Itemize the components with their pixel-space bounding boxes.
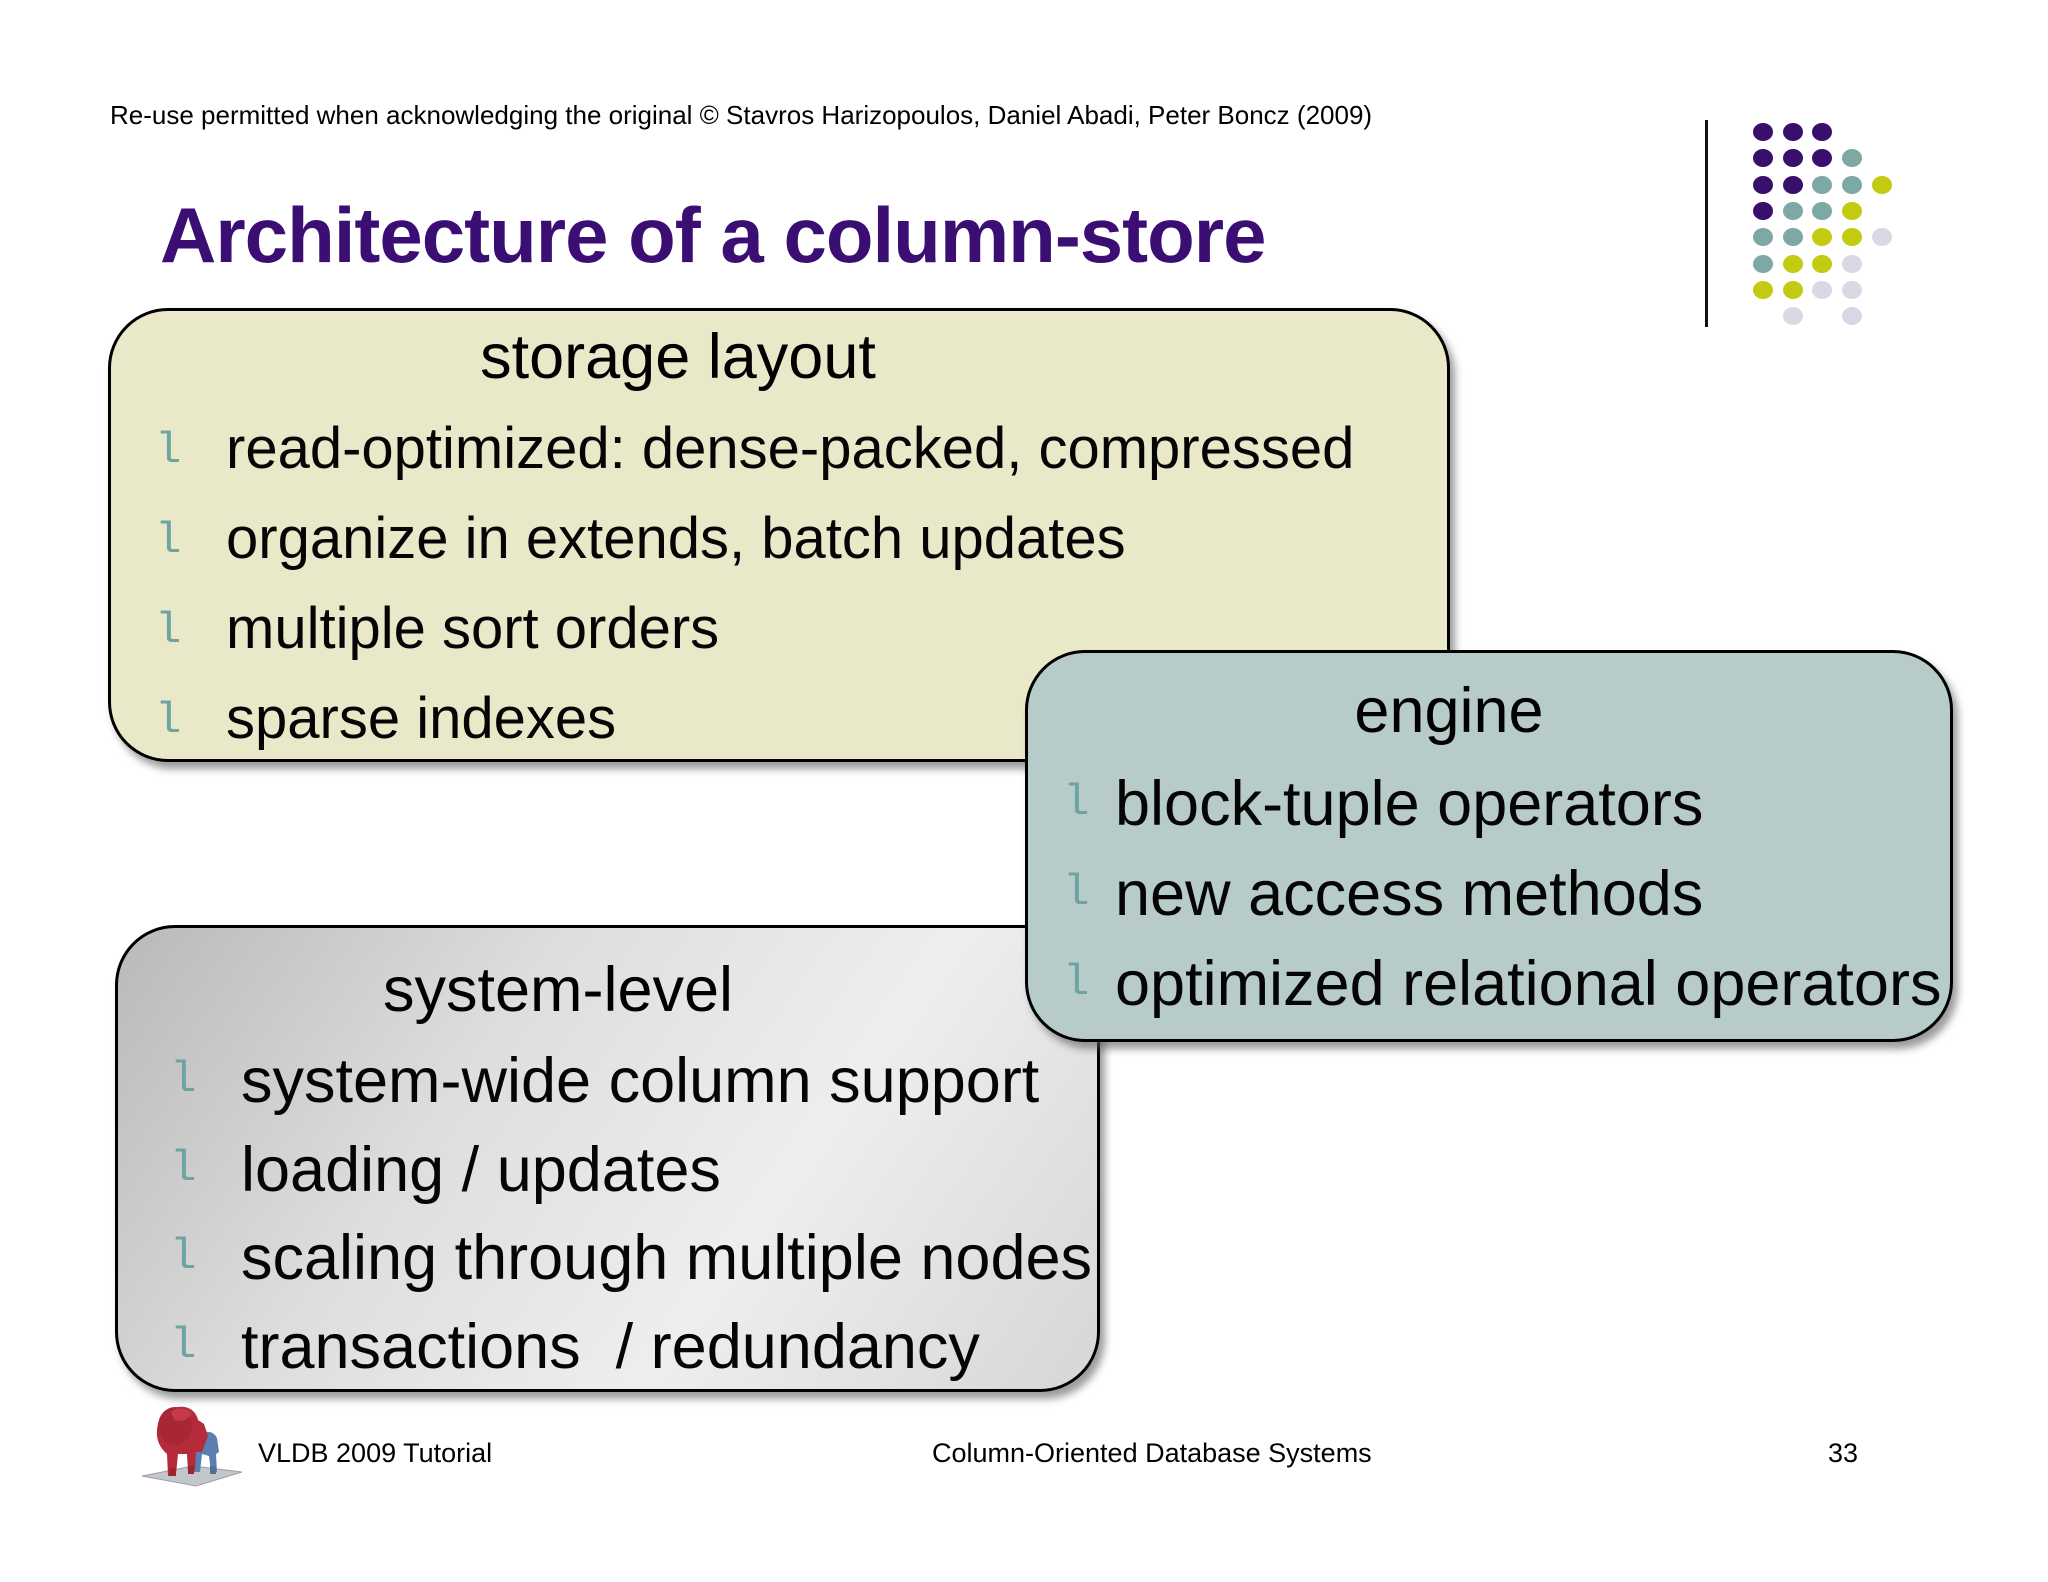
engine-box: engine l block-tuple operators l new acc… bbox=[1025, 650, 1953, 1042]
logo-dot bbox=[1753, 228, 1773, 247]
logo-dot bbox=[1753, 175, 1773, 194]
logo-dot bbox=[1842, 307, 1862, 326]
logo-dot bbox=[1842, 201, 1862, 220]
footer-left: VLDB 2009 Tutorial bbox=[258, 1438, 493, 1468]
footer-center: Column-Oriented Database Systems bbox=[932, 1438, 1372, 1468]
copyright-notice: Re-use permitted when acknowledging the … bbox=[110, 100, 1373, 130]
logo-dot bbox=[1872, 175, 1892, 194]
bullet-icon: l bbox=[155, 606, 182, 656]
list-item-label: multiple sort orders bbox=[226, 596, 720, 661]
list-item-label: organize in extends, batch updates bbox=[226, 506, 1126, 571]
logo-dot bbox=[1872, 228, 1892, 247]
logo-dot bbox=[1783, 228, 1803, 247]
logo-dot bbox=[1783, 123, 1803, 141]
system-level-heading: system-level bbox=[382, 955, 734, 1025]
logo-dot bbox=[1842, 228, 1862, 247]
logo-dot bbox=[1842, 280, 1862, 299]
logo-dot bbox=[1842, 254, 1862, 273]
logo-dot bbox=[1812, 254, 1832, 273]
slide-title: Architecture of a column-store bbox=[160, 191, 1267, 279]
logo-dot bbox=[1812, 123, 1832, 141]
bullet-icon: l bbox=[1063, 958, 1090, 1008]
list-item-label: scaling through multiple nodes bbox=[241, 1223, 1093, 1293]
list-item-label: read-optimized: dense-packed, compressed bbox=[226, 416, 1355, 481]
logo-dot bbox=[1753, 123, 1773, 141]
system-level-box: system-level l system-wide column suppor… bbox=[115, 925, 1100, 1392]
logo-dot bbox=[1812, 149, 1832, 168]
bullet-icon: l bbox=[170, 1055, 197, 1105]
list-item-label: block-tuple operators bbox=[1115, 769, 1704, 839]
logo-dot bbox=[1842, 175, 1862, 194]
engine-heading: engine bbox=[1354, 676, 1544, 746]
list-item-label: loading / updates bbox=[241, 1135, 721, 1205]
bullet-icon: l bbox=[170, 1144, 197, 1194]
bullet-icon: l bbox=[170, 1232, 197, 1282]
list-item-label: optimized relational operators bbox=[1115, 949, 1942, 1019]
logo-dot bbox=[1783, 175, 1803, 194]
logo-dot bbox=[1812, 201, 1832, 220]
bullet-icon: l bbox=[155, 516, 182, 566]
bullet-icon: l bbox=[1063, 778, 1090, 828]
logo-dot bbox=[1812, 228, 1832, 247]
bullet-icon: l bbox=[155, 696, 182, 746]
logo-dot bbox=[1753, 149, 1773, 168]
logo-dot bbox=[1783, 201, 1803, 220]
storage-layout-heading: storage layout bbox=[480, 322, 876, 392]
logo-dot bbox=[1783, 149, 1803, 168]
logo-dot bbox=[1753, 201, 1773, 220]
bullet-icon: l bbox=[1063, 868, 1090, 918]
logo-dot bbox=[1753, 280, 1773, 299]
logo-dot bbox=[1812, 175, 1832, 194]
logo-dot bbox=[1842, 149, 1862, 168]
list-item-label: transactions / redundancy bbox=[241, 1312, 980, 1382]
logo-dot bbox=[1783, 280, 1803, 299]
list-item-label: sparse indexes bbox=[226, 686, 617, 751]
bullet-icon: l bbox=[170, 1321, 197, 1371]
list-item-label: system-wide column support bbox=[241, 1046, 1040, 1116]
logo-dot bbox=[1783, 254, 1803, 273]
vldb-lion-logo bbox=[141, 1406, 243, 1487]
bullet-icon: l bbox=[155, 426, 182, 476]
logo-vertical-line bbox=[1705, 120, 1708, 327]
page-number: 33 bbox=[1828, 1438, 1859, 1468]
logo-dot bbox=[1812, 280, 1832, 299]
logo-dot bbox=[1783, 307, 1803, 326]
list-item-label: new access methods bbox=[1115, 859, 1704, 929]
logo-dot bbox=[1753, 254, 1773, 273]
